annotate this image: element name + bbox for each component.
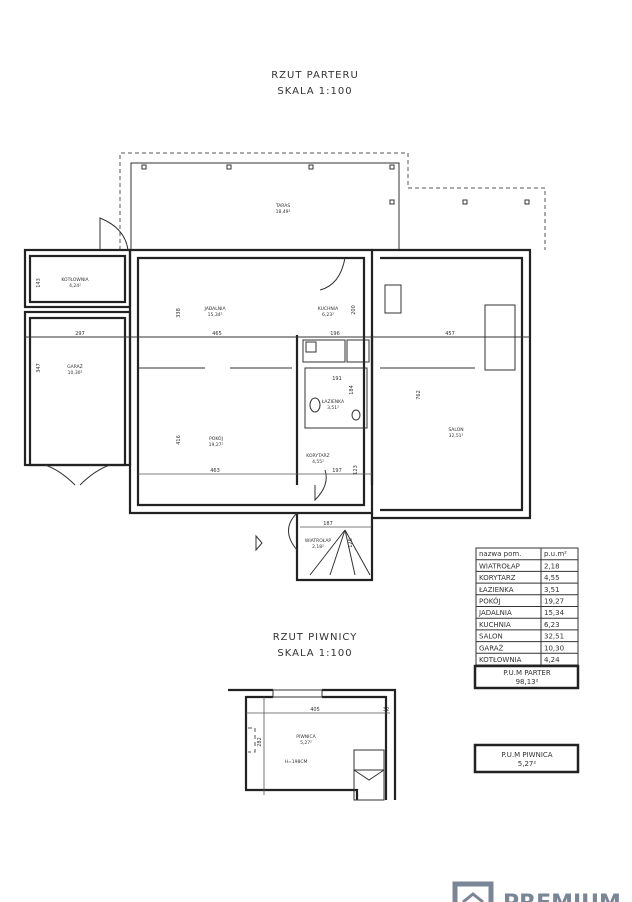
dim-kuchnia-height: 200 xyxy=(351,305,357,315)
table-cell-area: 19,27 xyxy=(544,598,564,606)
table-cell-area: 3,51 xyxy=(544,586,560,594)
total-ground-value: 98,13² xyxy=(516,678,539,686)
dim-jadalnia-height: 338 xyxy=(176,308,182,318)
jadalnia-area: 15,34² xyxy=(208,312,223,318)
basement-scale: SKALA 1:100 xyxy=(277,648,352,659)
salon-area: 32,51² xyxy=(449,433,464,439)
dim-kuchnia-width: 196 xyxy=(330,331,340,337)
logo-text: PREMIUM xyxy=(503,891,621,902)
kuchnia-label: KUCHNIA xyxy=(318,306,339,312)
table-cell-name: KOTŁOWNIA xyxy=(479,656,522,664)
pokoj-area: 19,27² xyxy=(209,442,224,448)
kotlownia-area: 4,24² xyxy=(69,283,81,289)
kuchnia-area: 6,23² xyxy=(322,312,334,318)
wiatrolap-area: 2,18² xyxy=(312,544,324,550)
jadalnia-label: JADALNIA xyxy=(203,306,226,312)
ground-floor-scale: SKALA 1:100 xyxy=(277,86,352,97)
total-ground-label: P.U.M PARTER xyxy=(503,669,551,677)
table-cell-name: KORYTARZ xyxy=(479,574,516,582)
table-cell-name: GARAŻ xyxy=(479,643,504,652)
table-cell-area: 32,51 xyxy=(544,633,564,641)
ground-floor-walls xyxy=(23,217,532,582)
table-cell-area: 4,55 xyxy=(544,574,560,582)
dim-garaz-width: 297 xyxy=(75,331,85,337)
dim-wiatrolap-width: 187 xyxy=(323,521,333,527)
house-logo-icon xyxy=(452,881,494,902)
dim-pokoj-height: 416 xyxy=(176,435,182,445)
table-cell-name: POKÓJ xyxy=(479,597,501,606)
kotlownia-label: KOTŁOWNIA xyxy=(61,277,89,283)
table-cell-name: ŁAZIENKA xyxy=(478,586,514,594)
taras-area: 18,49² xyxy=(276,209,291,215)
piwnica-label: PIWNICA xyxy=(296,734,316,740)
wiatrolap-label: WIATROŁAP xyxy=(305,538,332,544)
dimensions: 297 465 196 457 143 347 338 200 762 416 … xyxy=(36,278,455,548)
piwnica-area: 5,27² xyxy=(300,740,312,746)
dim-basement-wall: 32 xyxy=(383,707,389,713)
total-basement-label: P.U.M PIWNICA xyxy=(501,751,552,759)
table-header-name: nazwa pom. xyxy=(479,550,521,558)
pokoj-label: POKÓJ xyxy=(209,435,223,442)
dim-garaz-height: 347 xyxy=(36,363,42,373)
korytarz-area: 4,55² xyxy=(312,459,324,465)
logo: PREMIUM xyxy=(452,881,621,902)
dim-lazienka-height: 184 xyxy=(349,385,355,395)
dim-jadalnia-width: 465 xyxy=(212,331,222,337)
room-labels: KOTŁOWNIA 4,24² GARAŻ 10,30² JADALNIA 15… xyxy=(61,277,463,550)
dim-wiatrolap-height: 126 xyxy=(348,538,354,548)
taras-label: TARAS xyxy=(275,203,291,209)
entrance-arrow-icon xyxy=(255,534,263,552)
korytarz-label: KORYTARZ xyxy=(306,453,330,459)
basement-plan: 405 32 282 PIWNICA 5,27² H=198CM xyxy=(228,688,397,801)
garaz-label: GARAŻ xyxy=(67,363,83,370)
dim-korytarz-width: 197 xyxy=(332,468,342,474)
garaz-area: 10,30² xyxy=(68,370,83,376)
table-header-area: p.u.m² xyxy=(544,550,567,558)
table-cell-area: 2,18 xyxy=(544,562,560,570)
dim-pokoj-width: 463 xyxy=(210,468,220,474)
table-cell-area: 15,34 xyxy=(544,609,565,617)
dim-kotlownia-height: 143 xyxy=(36,278,42,288)
dim-basement-width: 405 xyxy=(310,707,320,713)
dim-basement-height: 282 xyxy=(257,737,263,747)
table-cell-area: 4,24 xyxy=(544,656,560,664)
dim-korytarz-height: 123 xyxy=(353,465,359,475)
lazienka-label: ŁAZIENKA xyxy=(321,399,345,405)
dim-salon-width: 457 xyxy=(445,331,455,337)
table-cell-name: KUCHNIA xyxy=(479,621,511,629)
terrace: TARAS 18,49² xyxy=(119,152,546,250)
dim-salon-height: 762 xyxy=(416,390,422,400)
ground-floor-title: RZUT PARTERU xyxy=(271,70,359,81)
table-cell-name: JADALNIA xyxy=(478,609,512,617)
lazienka-area: 3,51² xyxy=(327,405,339,411)
table-cell-name: WIATROŁAP xyxy=(479,562,520,570)
table-cell-area: 6,23 xyxy=(544,621,560,629)
table-cell-area: 10,30 xyxy=(544,644,564,652)
total-basement-value: 5,27² xyxy=(518,760,537,768)
dim-lazienka-width: 191 xyxy=(332,376,342,382)
salon-label: SALON xyxy=(448,427,463,433)
table-cell-name: SALON xyxy=(479,633,503,641)
piwnica-height: H=198CM xyxy=(285,759,308,765)
basement-title: RZUT PIWNICY xyxy=(273,632,358,643)
